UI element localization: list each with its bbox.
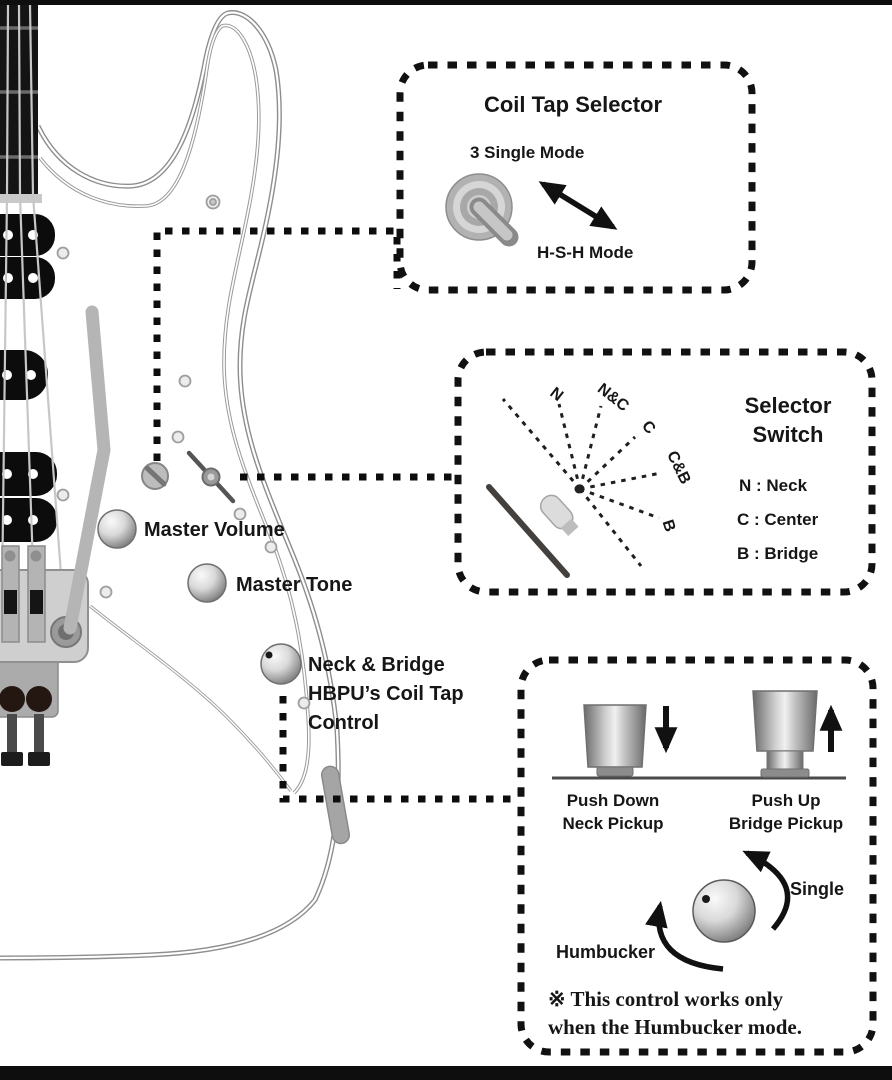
bottom-frame-bar bbox=[0, 1066, 892, 1080]
selector-switch-title-line2: Switch bbox=[753, 422, 824, 447]
coil-tap-control-label-line3: Control bbox=[308, 712, 379, 734]
selector-switch-title-line1: Selector bbox=[745, 393, 832, 418]
connector-toggle-to-coil-tap-box bbox=[153, 227, 401, 461]
position-label-c: C bbox=[638, 418, 659, 438]
single-mode-label: 3 Single Mode bbox=[470, 143, 584, 162]
push-down-label-line1: Push Down bbox=[567, 791, 660, 810]
connector-knob-to-control-box bbox=[279, 696, 517, 803]
mode-double-arrow bbox=[538, 181, 618, 230]
rotary-knob-illustration bbox=[692, 879, 756, 943]
guitar-illustration bbox=[0, 4, 351, 961]
control-note-line1: ※ This control works only bbox=[548, 987, 784, 1011]
knob-dot bbox=[702, 895, 710, 903]
push-down-pot bbox=[583, 704, 647, 777]
push-up-pot bbox=[752, 690, 818, 778]
coil-tap-control-box: Push Down Neck Pickup Push Up Bridge Pic… bbox=[517, 656, 877, 1056]
position-label-nc: N&C bbox=[594, 380, 632, 415]
tremolo-arm bbox=[63, 305, 111, 635]
master-tone-knob bbox=[187, 563, 227, 603]
master-volume-label: Master Volume bbox=[144, 519, 285, 541]
coil-tap-selector-box: Coil Tap Selector 3 Single Mode H-S-H Mo… bbox=[396, 61, 756, 294]
humbucker-label: Humbucker bbox=[556, 942, 655, 962]
selector-switch-box: N N&C C C&B B Selector Switch N : Neck C… bbox=[454, 348, 876, 596]
coil-tap-control-label-line1: Neck & Bridge bbox=[308, 654, 445, 676]
hsh-mode-label: H-S-H Mode bbox=[537, 243, 633, 262]
push-up-label-line2: Bridge Pickup bbox=[729, 814, 843, 833]
selector-position-rays bbox=[501, 398, 662, 567]
master-volume-knob bbox=[97, 509, 137, 549]
rotate-to-single-arrow bbox=[742, 850, 791, 931]
control-note-line2: when the Humbucker mode. bbox=[548, 1015, 802, 1039]
coil-tap-selector-title: Coil Tap Selector bbox=[484, 92, 663, 117]
push-up-label-line1: Push Up bbox=[752, 791, 821, 810]
coil-tap-control-label-line2: HBPU’s Coil Tap bbox=[308, 683, 464, 705]
position-label-cb: C&B bbox=[663, 448, 693, 487]
coil-tap-control-knob bbox=[260, 643, 302, 685]
toggle-switch-illustration bbox=[445, 173, 519, 247]
position-label-n: N bbox=[547, 384, 567, 405]
guitar-strings bbox=[0, 4, 64, 596]
pickguard-outline bbox=[38, 23, 311, 795]
position-label-b: B bbox=[659, 518, 679, 534]
coil-tap-mini-toggle bbox=[141, 462, 169, 490]
tremolo-bridge bbox=[0, 545, 89, 766]
neck-humbucker-pickup bbox=[0, 214, 55, 299]
rotate-to-humbucker-arrow bbox=[645, 900, 724, 972]
callout-connectors bbox=[153, 227, 517, 803]
top-frame-bar bbox=[0, 0, 892, 5]
legend-bridge: B : Bridge bbox=[737, 544, 818, 563]
pickguard-screws bbox=[56, 194, 311, 710]
middle-single-coil-pickup bbox=[0, 350, 48, 400]
knob-indicator-dot bbox=[265, 651, 273, 659]
lever-switch-illustration bbox=[486, 484, 579, 578]
pickup-selector-lever bbox=[186, 450, 236, 504]
push-down-label-line2: Neck Pickup bbox=[562, 814, 663, 833]
guitar-body-outline bbox=[0, 10, 341, 961]
legend-center: C : Center bbox=[737, 510, 819, 529]
output-jack bbox=[320, 765, 351, 845]
legend-neck: N : Neck bbox=[739, 476, 808, 495]
master-tone-label: Master Tone bbox=[236, 574, 352, 596]
lever-pivot-dot bbox=[574, 484, 584, 494]
single-label: Single bbox=[790, 879, 844, 899]
